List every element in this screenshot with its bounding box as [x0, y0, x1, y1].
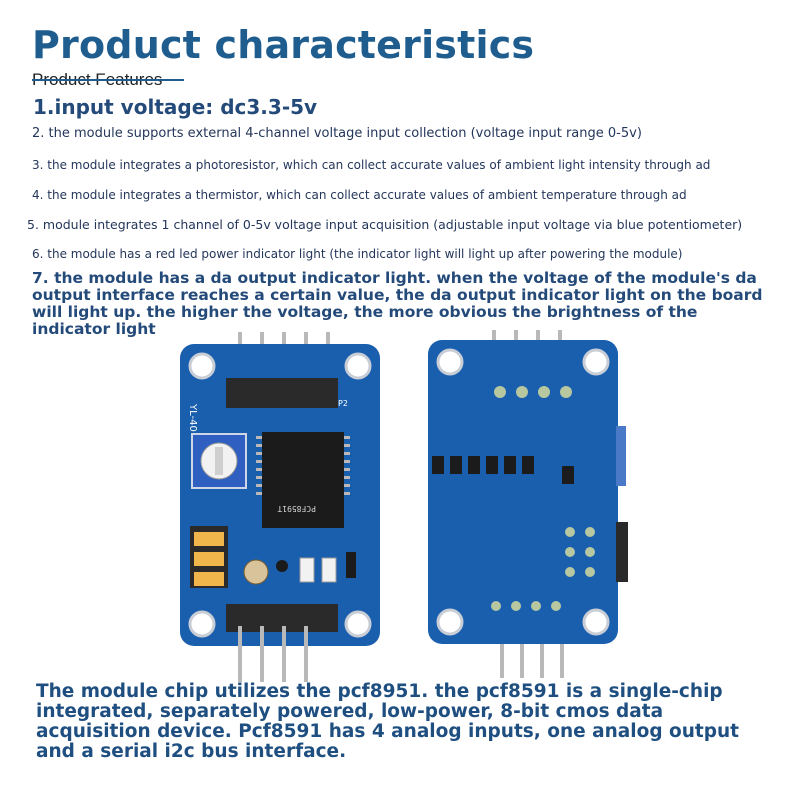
photoresistor-icon: [243, 559, 269, 585]
board-model: YL-40: [187, 403, 198, 432]
thermistor-icon: [276, 560, 288, 572]
feature-photoresistor: 3. the module integrates a photoresistor…: [32, 158, 711, 172]
mount-hole-icon: [436, 608, 464, 636]
capacitor-icon: [346, 552, 356, 578]
title-underline: [32, 79, 184, 81]
feature-power-led: 6. the module has a red led power indica…: [32, 247, 683, 261]
page-title: Product characteristics: [32, 23, 535, 67]
solder-pads-bottom: [491, 601, 561, 611]
mount-hole-icon: [188, 352, 216, 380]
front-board: P2 YL-40 PCF8591T: [180, 332, 380, 682]
feature-input-voltage: 1.input voltage: dc3.3-5v: [33, 95, 318, 119]
mount-hole-icon: [188, 610, 216, 638]
bottom-header-pins: [238, 626, 308, 682]
mount-hole-icon: [582, 348, 610, 376]
mount-hole-icon: [344, 352, 372, 380]
back-bottom-pins: [500, 644, 564, 678]
led-d2-icon: [299, 557, 315, 583]
solder-pads-top: [494, 386, 572, 398]
footer-description: The module chip utilizes the pcf8951. th…: [36, 681, 739, 762]
product-photo: P2 YL-40 PCF8591T: [170, 326, 640, 686]
back-board: [428, 330, 628, 678]
pcb-illustration: P2 YL-40 PCF8591T: [180, 330, 628, 682]
side-header: [565, 522, 628, 582]
led-d1-icon: [321, 557, 337, 583]
pcf8591-chip-icon: PCF8591T: [256, 432, 350, 528]
header-block-top: [226, 378, 338, 408]
feature-thermistor: 4. the module integrates a thermistor, w…: [32, 188, 687, 202]
feature-potentiometer: 5. module integrates 1 channel of 0-5v v…: [27, 217, 743, 232]
header: Product characteristics Product Features: [32, 22, 772, 90]
chip-marking: PCF8591T: [277, 504, 316, 513]
feature-external-inputs: 2. the module supports external 4-channe…: [32, 126, 642, 141]
label-p2: P2: [338, 399, 348, 408]
smd-resistors: [432, 456, 574, 484]
mount-hole-icon: [582, 608, 610, 636]
mount-hole-icon: [436, 348, 464, 376]
mount-hole-icon: [344, 610, 372, 638]
back-pcb: [428, 340, 618, 644]
feature-da-output-led: 7. the module has a da output indicator …: [32, 269, 763, 338]
